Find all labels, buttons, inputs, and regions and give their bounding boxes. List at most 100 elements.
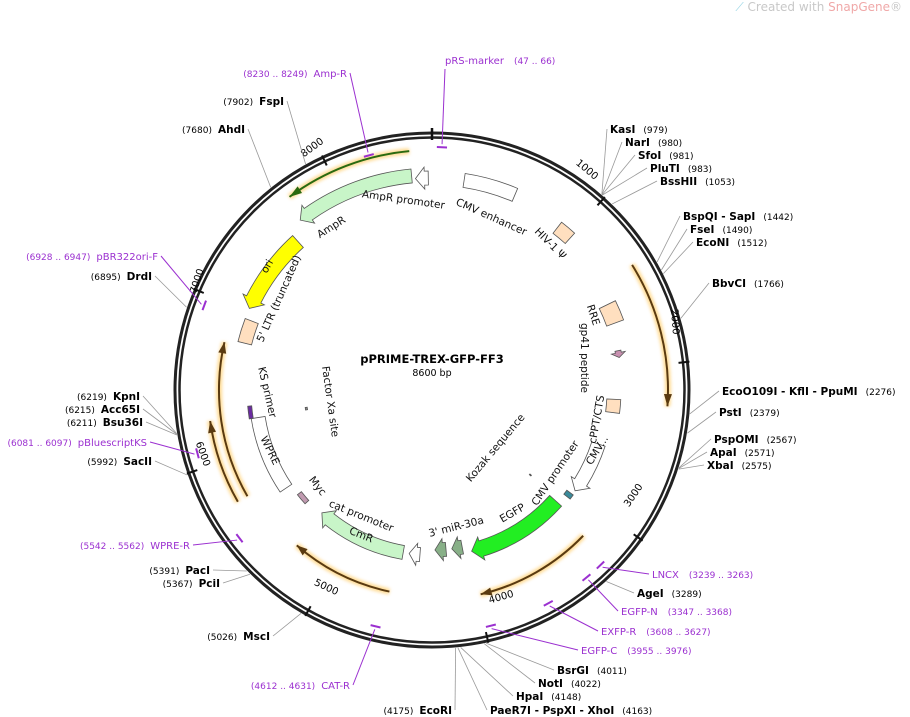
- primer-site[interactable]: pRS-marker(47 .. 66): [436, 56, 555, 149]
- enzyme-site[interactable]: PaeR7I - PspXI - XhoI(4163): [457, 647, 652, 717]
- feature-ori[interactable]: [242, 235, 304, 309]
- primer-site[interactable]: (6928 .. 6947)pBR322ori-F: [26, 252, 207, 311]
- primer-name: WPRE-R: [150, 541, 190, 552]
- enzyme-position: (2379): [750, 409, 780, 419]
- enzyme-site[interactable]: (5026)MscI: [207, 613, 302, 643]
- enzyme-name: PstI: [719, 407, 742, 419]
- enzyme-site[interactable]: (7902)FspI: [223, 96, 306, 165]
- primer-range: (6081 .. 6097): [7, 439, 71, 449]
- enzyme-site[interactable]: XbaI(2575): [678, 460, 772, 472]
- feature-5-ltr-truncated-[interactable]: [237, 318, 259, 346]
- enzyme-site[interactable]: EcoO109I - KflI - PpuMI(2276): [689, 386, 896, 415]
- enzyme-position: (6895): [91, 273, 121, 283]
- feature-hiv-1-[interactable]: [552, 221, 576, 245]
- enzyme-site[interactable]: (6211)Bsu36I: [67, 417, 178, 436]
- svg-text:KasI(979): KasI(979): [610, 124, 668, 136]
- feature-ampr-promoter[interactable]: [414, 165, 429, 191]
- enzyme-site[interactable]: PluTI(983): [602, 163, 712, 196]
- enzyme-site[interactable]: NarI(980): [601, 137, 682, 195]
- primer-range: (3955 .. 3976): [627, 647, 691, 657]
- feature-gp41-peptide[interactable]: [610, 349, 627, 359]
- enzyme-site[interactable]: BssHII(1053): [611, 176, 735, 205]
- enzyme-name: EcoNI: [696, 237, 729, 249]
- enzyme-site[interactable]: (6219)KpnI: [77, 391, 177, 434]
- primer-site[interactable]: (4612 .. 4631)CAT-R: [251, 624, 381, 692]
- feature-ampr[interactable]: [299, 168, 413, 224]
- svg-text:PspOMI(2567): PspOMI(2567): [714, 434, 797, 446]
- feature-cppt-cts[interactable]: [605, 398, 622, 414]
- feature-cat-promoter[interactable]: [408, 542, 421, 567]
- enzyme-site[interactable]: PstI (2379): [687, 407, 780, 434]
- enzyme-site[interactable]: FseI(1490): [661, 224, 752, 271]
- enzyme-site[interactable]: (6215)Acc65I: [65, 404, 178, 435]
- orf-arc[interactable]: [207, 420, 241, 504]
- enzyme-site[interactable]: ApaI(2571): [678, 447, 775, 469]
- enzyme-position: (5367): [163, 580, 193, 590]
- enzyme-site[interactable]: NotI(4022): [483, 643, 601, 690]
- enzyme-site[interactable]: (4175)EcoRI: [383, 647, 457, 717]
- enzyme-site[interactable]: BsrGI(4011): [486, 642, 627, 677]
- enzyme-position: (7902): [223, 98, 253, 108]
- orf-arc[interactable]: [294, 543, 391, 595]
- enzyme-position: (5992): [87, 458, 117, 468]
- orf-arc[interactable]: [216, 341, 251, 498]
- enzyme-site[interactable]: AgeI(3289): [606, 581, 702, 600]
- primer-site[interactable]: EGFP-N(3347 .. 3368): [581, 573, 732, 618]
- primer-name: pRS-marker: [445, 56, 505, 67]
- feature-ks-primer[interactable]: [247, 405, 254, 420]
- enzyme-site[interactable]: (5367)PciI: [163, 573, 251, 590]
- feature-cmv-enhancer[interactable]: [462, 173, 519, 202]
- feature-factor-xa-site[interactable]: [304, 406, 309, 411]
- tick-label: 2000: [668, 309, 681, 335]
- enzyme-site[interactable]: (7680)AhdI: [182, 124, 272, 188]
- primer-name: EGFP-C: [581, 646, 617, 657]
- enzyme-site[interactable]: (6895) DrdI: [91, 271, 187, 308]
- enzyme-site[interactable]: HpaI(4148): [460, 647, 582, 703]
- primer-site[interactable]: (8230 .. 8249)Amp-R: [243, 69, 375, 158]
- primer-site[interactable]: (6081 .. 6097)pBluescriptKS: [7, 438, 200, 459]
- enzyme-position: (979): [643, 126, 667, 136]
- feature-myc[interactable]: [296, 491, 310, 505]
- tick-mark: [304, 605, 312, 617]
- svg-text:EcoNI(1512): EcoNI(1512): [696, 237, 767, 249]
- orf-arc[interactable]: [629, 263, 672, 407]
- svg-text:ApaI(2571): ApaI(2571): [710, 447, 775, 459]
- orf-arc[interactable]: [479, 533, 586, 598]
- enzyme-name: DrdI: [127, 271, 152, 283]
- enzyme-site[interactable]: (5391)PacI: [149, 565, 247, 577]
- feature-cmv-promoter[interactable]: [563, 489, 574, 500]
- primer-range: (3608 .. 3627): [646, 628, 710, 638]
- enzyme-site[interactable]: SfoI(981): [601, 150, 693, 195]
- feature-kozak-sequence[interactable]: [528, 473, 533, 477]
- feature-rre[interactable]: [598, 300, 625, 327]
- primer-name: pBR322ori-F: [96, 252, 158, 263]
- svg-text:(5391)PacI: (5391)PacI: [149, 565, 210, 577]
- svg-text:EGFP-C(3955 .. 3976): EGFP-C (3955 .. 3976): [581, 646, 692, 657]
- feature-segment[interactable]: [434, 537, 448, 562]
- enzyme-position: (1053): [705, 178, 735, 188]
- enzyme-site[interactable]: KasI(979): [601, 124, 668, 195]
- feature-3-mir-30a[interactable]: [451, 535, 465, 560]
- tick-mark: [678, 360, 690, 364]
- enzyme-site[interactable]: (5992)SacII: [87, 456, 188, 476]
- primer-site[interactable]: EXFP-R(3608 .. 3627): [543, 600, 711, 638]
- feature-wpre[interactable]: [250, 415, 293, 493]
- svg-text:(7902)FspI: (7902)FspI: [223, 96, 284, 108]
- svg-text:(6928 .. 6947)pBR322ori-F: (6928 .. 6947)pBR322ori-F: [26, 252, 158, 263]
- primer-site[interactable]: LNCX(3239 .. 3263): [596, 560, 753, 581]
- orf-arc[interactable]: [287, 148, 410, 200]
- primer-site[interactable]: EGFP-C (3955 .. 3976): [485, 623, 692, 657]
- svg-text:NarI(980): NarI(980): [625, 137, 682, 149]
- primer-site[interactable]: (5542 .. 5562)WPRE-R: [80, 533, 244, 552]
- enzyme-site[interactable]: EcoNI(1512): [663, 237, 767, 274]
- primer-range: (8230 .. 8249): [243, 70, 307, 80]
- enzyme-site[interactable]: PspOMI(2567): [678, 434, 797, 468]
- feature-egfp[interactable]: [471, 494, 563, 561]
- feature-cmv-[interactable]: [570, 441, 606, 492]
- svg-text:HpaI(4148): HpaI(4148): [516, 691, 581, 703]
- enzyme-name: MscI: [243, 631, 270, 643]
- svg-text:(6215)Acc65I: (6215)Acc65I: [65, 404, 140, 416]
- enzyme-site[interactable]: BspQI - SapI(1442): [656, 211, 793, 263]
- feature-cmr[interactable]: [321, 510, 405, 560]
- enzyme-site[interactable]: BbvCI(1766): [680, 278, 784, 319]
